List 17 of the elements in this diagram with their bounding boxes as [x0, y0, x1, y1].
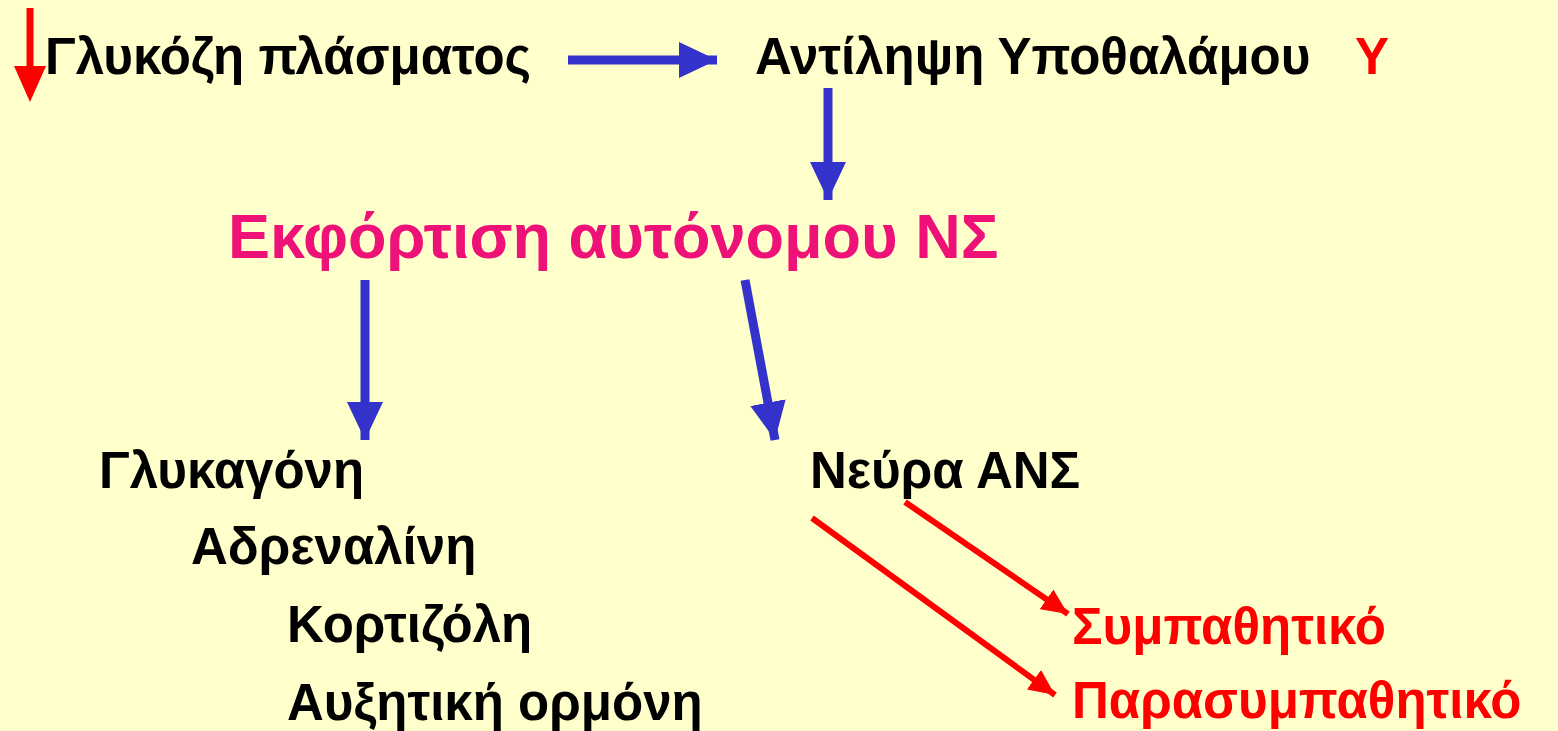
node-label: Παρασυμπαθητικό — [1072, 672, 1522, 731]
arrow — [740, 279, 786, 441]
increase-symbol: Υ — [1355, 28, 1390, 87]
arrow — [347, 280, 383, 440]
node-label: Συμπαθητικό — [1072, 598, 1387, 657]
arrow — [810, 515, 1057, 698]
hormone-label: Κορτιζόλη — [287, 596, 533, 655]
node-label: Αντίληψη Υποθαλάμου — [755, 28, 1311, 87]
node-label: Γλυκόζη πλάσματος — [45, 28, 532, 87]
hormone-label: Αυξητική ορμόνη — [287, 674, 703, 731]
arrow — [568, 42, 717, 78]
arrow — [810, 88, 846, 200]
hormone-label: Γλυκαγόνη — [99, 442, 365, 501]
node-label: Νεύρα ΑΝΣ — [810, 442, 1081, 501]
arrow — [903, 499, 1070, 617]
node-heading: Εκφόρτιση αυτόνομου ΝΣ — [228, 200, 999, 273]
hormone-label: Αδρεναλίνη — [191, 518, 477, 577]
